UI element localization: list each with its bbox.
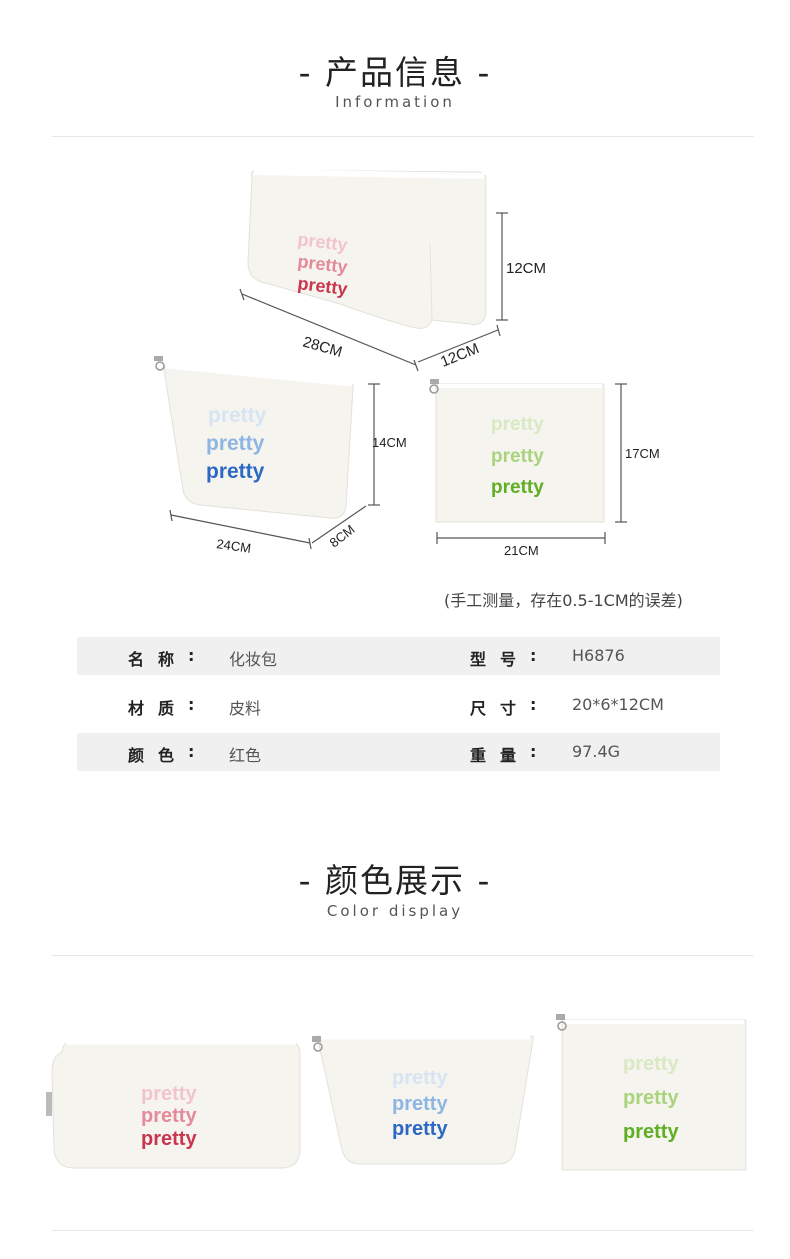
bag-word: pretty (141, 1105, 197, 1127)
bag-word: pretty (491, 414, 544, 435)
color-section-title: - 颜色展示 - (298, 861, 492, 900)
color-section-subtitle: Color display (326, 902, 464, 920)
pink-pouch: pretty pretty pretty (46, 1039, 301, 1169)
spec-colon: : (530, 742, 537, 761)
pink-pouch-large: pretty pretty pretty (247, 169, 487, 329)
green-pouch-flat: pretty pretty pretty (429, 379, 605, 523)
spec-row: 材质 : 皮料 尺寸 : 20*6*12CM (77, 686, 720, 724)
divider (52, 955, 754, 956)
bag1-width-label: 12CM (438, 340, 481, 371)
info-section-subtitle: Information (335, 93, 455, 111)
spec-colon: : (188, 742, 195, 761)
divider (52, 136, 754, 137)
measurement-note: (手工测量，存在0.5-1CM的误差) (444, 591, 683, 610)
spec-colon: : (530, 646, 537, 665)
bag2-width-label: 8CM (327, 522, 358, 551)
bag1-length-label: 28CM (301, 334, 344, 361)
bag1-height-label: 12CM (506, 260, 546, 277)
bag-word: pretty (623, 1087, 679, 1109)
bag-word: pretty (491, 446, 544, 467)
bag-word: pretty (208, 404, 267, 427)
spec-row: 名称 : 化妆包 型号 : H6876 (77, 637, 720, 675)
bag2-dimension-lines (169, 383, 380, 550)
bag-word: pretty (623, 1053, 679, 1075)
bag-word: pretty (141, 1083, 197, 1105)
bag3-height-label: 17CM (625, 446, 660, 461)
info-section-title: - 产品信息 - (298, 53, 492, 92)
bag-word: pretty (392, 1093, 448, 1115)
spec-colon: : (188, 695, 195, 714)
blue-pouch-trapezoid: pretty pretty pretty (154, 356, 354, 519)
spec-value: 20*6*12CM (572, 695, 664, 714)
bag3-length-label: 21CM (504, 543, 539, 558)
bag-word: pretty (206, 432, 265, 455)
spec-value: 红色 (229, 746, 262, 765)
bag-word: pretty (392, 1118, 448, 1140)
spec-value: 97.4G (572, 742, 621, 761)
spec-value: 化妆包 (229, 650, 278, 669)
blue-pouch: pretty pretty pretty (312, 1034, 534, 1165)
spec-colon: : (530, 695, 537, 714)
spec-key: 尺寸 (470, 699, 531, 718)
green-pouch: pretty pretty pretty (556, 1014, 747, 1171)
divider (52, 1230, 754, 1231)
spec-value: H6876 (572, 646, 625, 665)
bag-word: pretty (491, 477, 544, 498)
bag-word: pretty (141, 1128, 197, 1150)
spec-key: 重量 (470, 746, 531, 765)
spec-key: 材质 (128, 699, 189, 718)
spec-row: 颜色 : 红色 重量 : 97.4G (77, 733, 720, 771)
color-display-products: pretty pretty pretty pretty pretty prett… (46, 1014, 747, 1171)
bag-word: pretty (206, 460, 265, 483)
bag1-dimension-lines (239, 212, 508, 372)
spec-value: 皮料 (229, 699, 262, 718)
spec-key: 型号 (470, 650, 531, 669)
spec-key: 名称 (128, 650, 189, 669)
spec-colon: : (188, 646, 195, 665)
bag2-height-label: 14CM (372, 435, 407, 450)
dimension-figure: pretty pretty pretty 28CM 12CM 12CM pret… (154, 169, 660, 558)
bag2-length-label: 24CM (216, 536, 252, 556)
spec-key: 颜色 (128, 746, 189, 765)
bag3-dimension-lines (436, 383, 627, 544)
bag-word: pretty (623, 1121, 679, 1143)
bag-word: pretty (392, 1067, 448, 1089)
